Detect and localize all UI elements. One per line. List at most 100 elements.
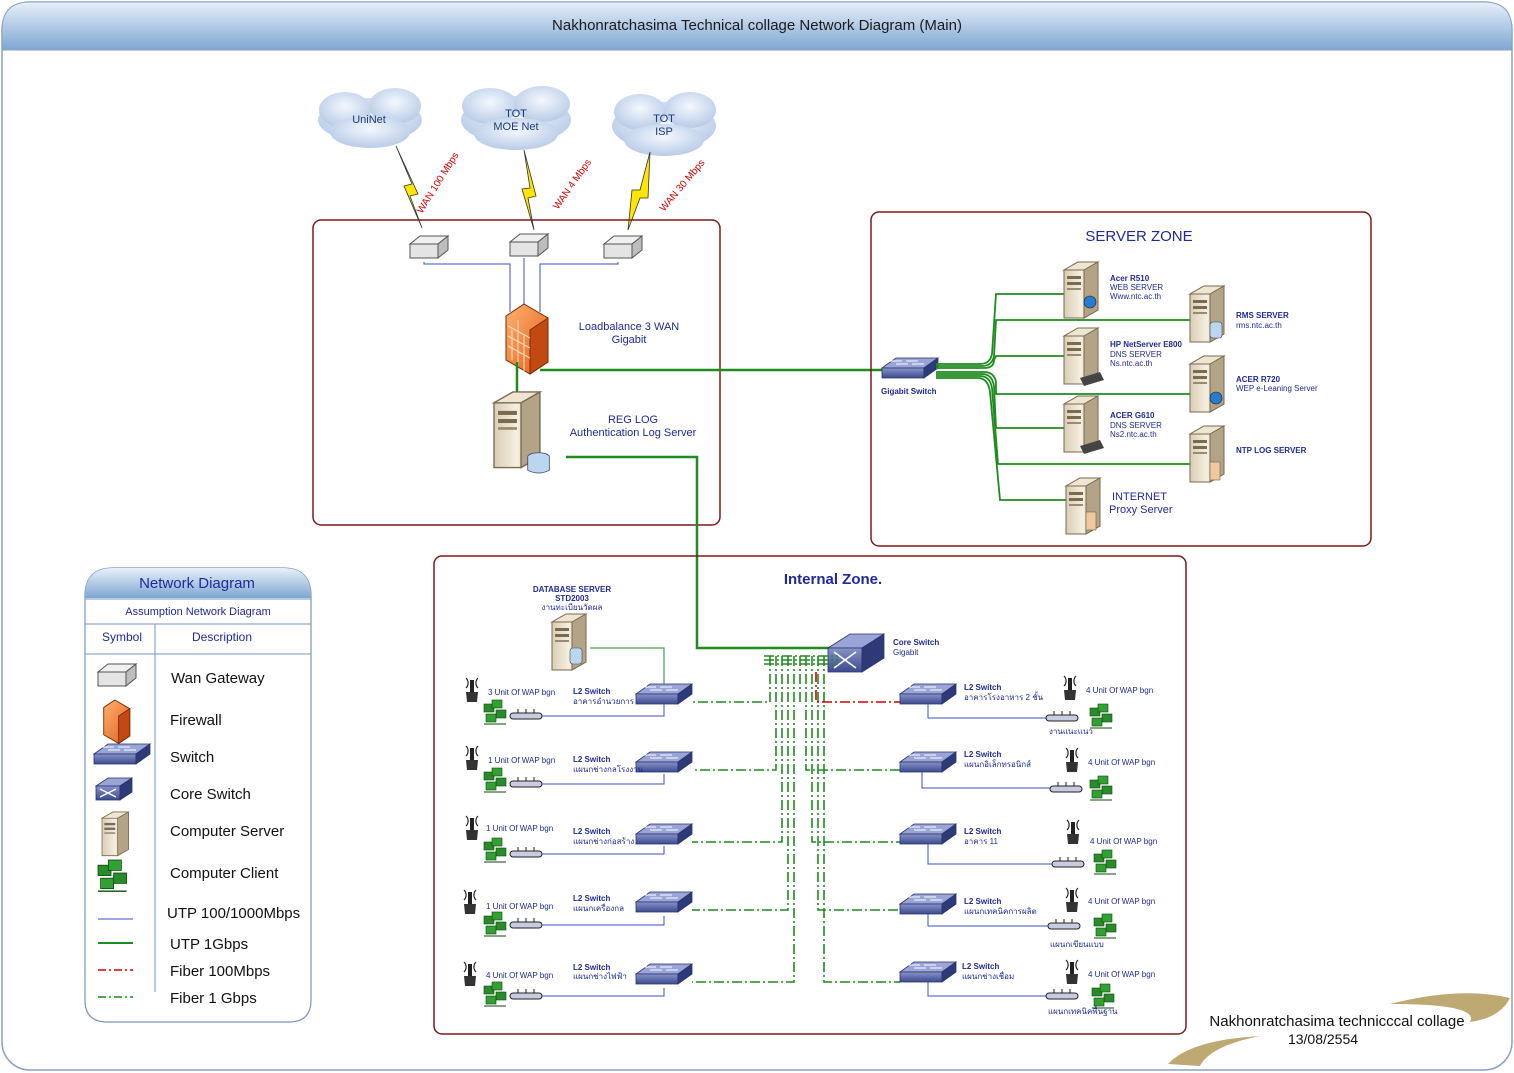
wan-gateway-icon [409, 235, 449, 259]
server-icon [1063, 261, 1099, 319]
legend-item: Fiber 1 Gbps [170, 990, 257, 1007]
server-role: WEB SERVER [1110, 283, 1163, 292]
server-name: Acer R510 [1110, 274, 1150, 283]
server-name: HP NetServer E800 [1110, 340, 1182, 349]
footer-swoosh [1168, 1036, 1260, 1066]
cloud-tot-isp: TOT ISP [612, 92, 716, 156]
internal-row-right-3: L2 Switch อาคาร 11 4 Unit Of WAP bgn [899, 819, 1157, 875]
keyboard-icon [1080, 372, 1104, 386]
gigabit-switch-label: Gigabit Switch [881, 387, 937, 396]
sub-dept-label: แผนกเขียนแบบ [1050, 940, 1104, 949]
internal-zone-title: Internal Zone. [784, 571, 882, 588]
legend-col-symbol: Symbol [102, 630, 142, 644]
legend-item: Fiber 100Mbps [170, 963, 270, 980]
legend-item: UTP 100/1000Mbps [167, 905, 300, 922]
keyboard-icon [1080, 440, 1104, 454]
legend-firewall-icon [103, 699, 131, 745]
server-role: DNS SERVER [1110, 350, 1162, 359]
legend-item: Computer Client [170, 865, 279, 882]
proxy-label: INTERNET [1112, 491, 1167, 503]
reglog-server-icon [493, 391, 550, 474]
l2-switch-label: L2 Switch [573, 687, 610, 696]
server-name: ACER G610 [1110, 411, 1155, 420]
server-zone [870, 211, 1372, 547]
wan-gateway-icon [603, 235, 643, 259]
reglog-label: REG LOG [608, 414, 658, 426]
internal-row-left-4: 1 Unit Of WAP bgn L2 Switch แผนกเครื่องก… [463, 889, 693, 937]
wap-label: 1 Unit Of WAP bgn [488, 756, 555, 765]
legend-core-switch-icon [94, 777, 134, 801]
database-server: DATABASE SERVER STD2003 งานทะเบียนวัดผล [533, 585, 611, 671]
legend-server-icon [101, 811, 129, 857]
globe-icon [1083, 295, 1097, 309]
server-proxy: INTERNET Proxy Server [1065, 477, 1173, 535]
loadbalance-label: Gigabit [612, 334, 647, 346]
internal-row-left-5: 4 Unit Of WAP bgn L2 Switch แผนกช่างไฟฟ้… [463, 961, 693, 1007]
log-icon [1085, 511, 1097, 531]
internal-row-right-4: L2 Switch แผนกเทคนิคการผลิต 4 Unit Of WA… [899, 887, 1155, 949]
cloud-label: TOT [653, 113, 675, 125]
server-host: Ns.ntc.ac.th [1110, 359, 1152, 368]
wap-label: 4 Unit Of WAP bgn [1088, 758, 1155, 767]
firewall-icon [505, 303, 549, 375]
internal-row-right-5: L2 Switch แผนกช่างเชื่อม 4 Unit Of WAP b… [899, 959, 1155, 1016]
l2-switch-label: L2 Switch [573, 894, 610, 903]
internal-row-left-1: 3 Unit Of WAP bgn L2 Switch อาคารอำนวยกา… [465, 677, 693, 725]
sub-dept-label: งานแนะแนว [1049, 727, 1093, 736]
db-server-label: DATABASE SERVER [533, 585, 611, 594]
l2-switch-label: L2 Switch [962, 962, 999, 971]
footer-swoosh [1390, 993, 1510, 1022]
cloud-label: TOT [505, 108, 527, 120]
utp1g-link [590, 647, 665, 688]
wan-link-bolt [521, 149, 537, 231]
l2-switch-label: L2 Switch [573, 827, 610, 836]
legend-col-desc: Description [192, 630, 252, 644]
server-host: Ns2.ntc.ac.th [1110, 430, 1157, 439]
footer-line1: Nakhonratchasima technicccal collage [1209, 1013, 1464, 1030]
dept-label: แผนกช่างก่อสร้าง [573, 837, 634, 846]
legend-item: Computer Server [170, 823, 284, 840]
server-name: RMS SERVER [1236, 311, 1289, 320]
cloud-label: ISP [655, 126, 673, 138]
core-switch-icon [826, 633, 886, 673]
database-icon [569, 647, 583, 665]
sub-dept-label: แผนกเทคนิคพื้นฐาน [1048, 1005, 1118, 1016]
internal-zone [433, 555, 1187, 1035]
wap-label: 4 Unit Of WAP bgn [486, 971, 553, 980]
wap-label: 4 Unit Of WAP bgn [1086, 686, 1153, 695]
legend-item: Firewall [170, 712, 222, 729]
utp1g-link [566, 455, 838, 650]
server-icon [1189, 355, 1225, 413]
wan-gateway-icon [509, 233, 549, 257]
internal-row-right-2: L2 Switch แผนกอิเล็กทรอนิกส์ 4 Unit Of W… [899, 747, 1155, 801]
server-role: DNS SERVER [1110, 421, 1162, 430]
db-server-label: STD2003 [555, 594, 589, 603]
internal-row-left-3: 1 Unit Of WAP bgn L2 Switch แผนกช่างก่อส… [465, 815, 693, 863]
cloud-label: UniNet [352, 114, 386, 126]
dept-label: แผนกช่างไฟฟ้า [573, 972, 627, 981]
reglog-label: Authentication Log Server [570, 427, 697, 439]
l2-switch-label: L2 Switch [964, 750, 1001, 759]
legend-subtitle: Assumption Network Diagram [125, 606, 271, 618]
server-host: Www.ntc.ac.th [1110, 292, 1161, 301]
core-switch-label: Gigabit [893, 648, 919, 657]
legend-item: Switch [170, 749, 214, 766]
dept-label: แผนกช่างกลโรงงาน [573, 764, 644, 774]
server-role: WEP e-Leaning Server [1236, 384, 1318, 393]
fiber100-link [815, 672, 900, 703]
l2-switch-label: L2 Switch [964, 683, 1001, 692]
database-icon [1209, 321, 1223, 339]
server-host: rms.ntc.ac.th [1236, 321, 1282, 330]
legend-item: UTP 1Gbps [170, 936, 248, 953]
page-title: Nakhonratchasima Technical collage Netwo… [552, 17, 962, 34]
fiber1g-trunk [692, 655, 900, 983]
wap-label: 1 Unit Of WAP bgn [486, 902, 553, 911]
loadbalance-label: Loadbalance 3 WAN [579, 321, 680, 333]
title-bar [1, 1, 1513, 51]
globe-icon [1209, 391, 1223, 405]
dept-label: อาคารอำนวยการ [573, 697, 635, 706]
server-acer-g610: ACER G610 DNS SERVER Ns2.ntc.ac.th [1063, 395, 1162, 454]
gateway-zone [312, 219, 721, 526]
wan-link-bolt [395, 145, 423, 229]
l2-switch-label: L2 Switch [573, 963, 610, 972]
